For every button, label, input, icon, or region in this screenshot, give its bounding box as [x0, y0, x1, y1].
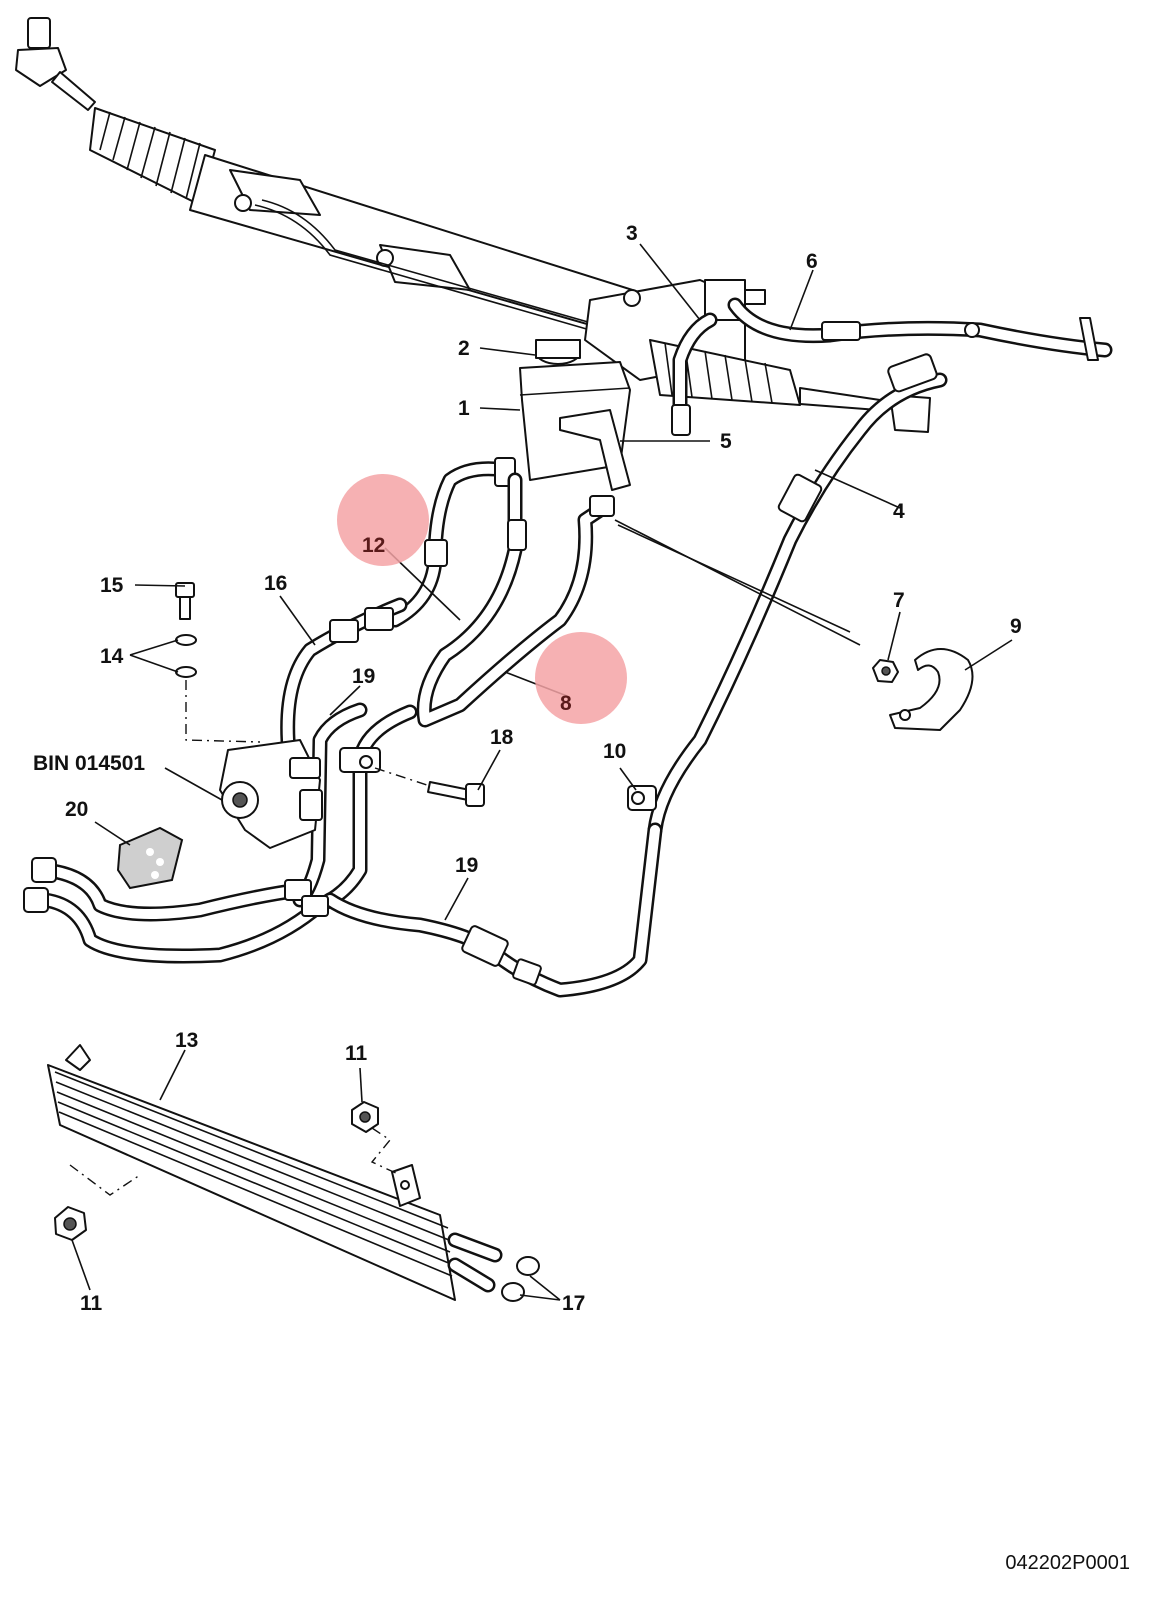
hose-3	[671, 312, 718, 436]
hose-8	[416, 472, 615, 728]
callout-10: 10	[603, 740, 626, 763]
hose-4	[647, 353, 948, 838]
callout-12: 12	[362, 534, 385, 557]
sealing-washers	[175, 634, 197, 678]
oil-cooler	[47, 1044, 540, 1302]
steering-rack	[15, 17, 931, 433]
callout-20: 20	[65, 798, 88, 821]
nut-11-lower	[54, 1206, 87, 1241]
pump-part-number: BIN 014501	[33, 752, 145, 775]
callout-17: 17	[562, 1292, 585, 1315]
cooler-lines	[23, 857, 329, 964]
hose-6	[727, 297, 1113, 361]
callout-11-lower: 11	[80, 1292, 103, 1315]
callout-7: 7	[893, 589, 905, 612]
callout-13: 13	[175, 1029, 198, 1052]
nut-11-upper	[351, 1101, 379, 1133]
callout-18: 18	[490, 726, 514, 749]
highlight-marker-8	[535, 632, 627, 724]
callout-2: 2	[458, 337, 470, 360]
callout-9: 9	[1010, 615, 1022, 638]
fluid-reservoir	[519, 339, 631, 491]
hose-19-lower	[322, 785, 663, 998]
nut-7	[872, 659, 899, 683]
highlight-marker-12	[337, 474, 429, 566]
power-steering-pump	[219, 739, 323, 849]
callout-15: 15	[100, 574, 124, 597]
callout-6: 6	[806, 250, 818, 273]
callout-5: 5	[720, 430, 732, 453]
callout-1: 1	[458, 397, 470, 420]
callout-3: 3	[626, 222, 638, 245]
callout-11-upper: 11	[345, 1042, 368, 1065]
mounting-bolt	[427, 781, 485, 807]
hose-clip	[889, 648, 974, 731]
hose-12	[387, 457, 516, 628]
rubber-block	[116, 826, 184, 890]
callout-19-upper: 19	[352, 665, 375, 688]
leader-lines	[71, 243, 1013, 1301]
callout-8: 8	[560, 692, 572, 715]
drawing-code: 042202P0001	[1005, 1552, 1130, 1574]
callout-4: 4	[893, 500, 905, 523]
callout-19-lower: 19	[455, 854, 478, 877]
callout-14: 14	[100, 645, 124, 668]
callout-16: 16	[264, 572, 287, 595]
banjo-bolt	[175, 582, 195, 620]
